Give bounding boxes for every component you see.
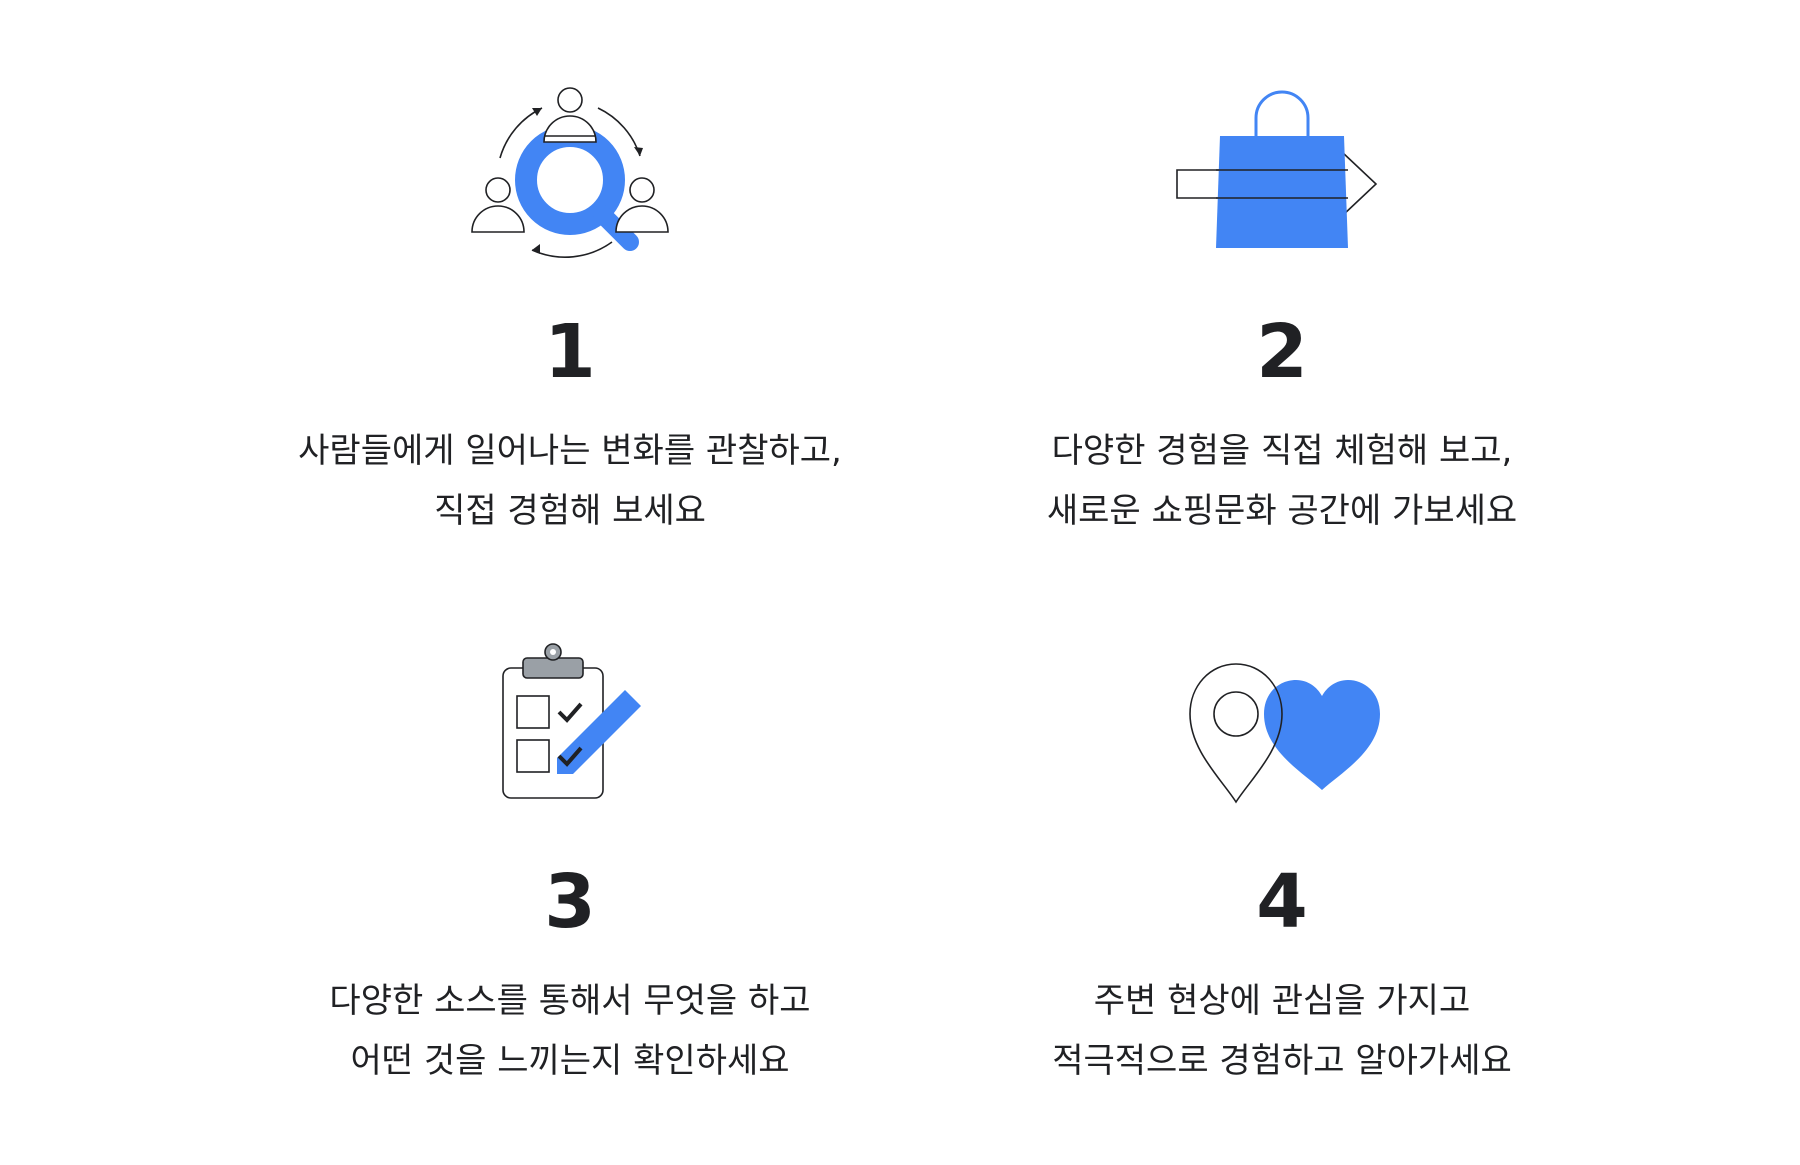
step-card-1: 1 사람들에게 일어나는 변화를 관찰하고, 직접 경험해 보세요: [220, 75, 920, 541]
icon-container: [460, 75, 680, 275]
step-card-4: 4 주변 현상에 관심을 가지고 적극적으로 경험하고 알아가세요: [932, 625, 1632, 1091]
clipboard-checklist-icon: [502, 643, 641, 799]
step-number: 1: [544, 309, 596, 395]
step-description-line: 새로운 쇼핑문화 공간에 가보세요: [1046, 491, 1518, 531]
step-card-2: 2 다양한 경험을 직접 체험해 보고, 새로운 쇼핑문화 공간에 가보세요: [932, 75, 1632, 541]
step-description: 다양한 경험을 직접 체험해 보고, 새로운 쇼핑문화 공간에 가보세요: [932, 421, 1632, 541]
step-description-line: 다양한 경험을 직접 체험해 보고,: [1051, 431, 1513, 471]
shopping-bag-arrow-icon: [1176, 90, 1378, 248]
icon-container: [1172, 625, 1392, 825]
step-description: 사람들에게 일어나는 변화를 관찰하고, 직접 경험해 보세요: [220, 421, 920, 541]
step-number: 4: [1256, 859, 1308, 945]
magnifier-people-cycle-icon: [471, 87, 669, 258]
step-description-line: 어떤 것을 느끼는지 확인하세요: [350, 1041, 790, 1081]
step-description: 다양한 소스를 통해서 무엇을 하고 어떤 것을 느끼는지 확인하세요: [220, 971, 920, 1091]
step-description-line: 사람들에게 일어나는 변화를 관찰하고,: [298, 431, 842, 471]
step-description-line: 다양한 소스를 통해서 무엇을 하고: [329, 981, 811, 1021]
icon-container: [1172, 75, 1392, 275]
step-description-line: 주변 현상에 관심을 가지고: [1093, 981, 1471, 1021]
step-number: 2: [1256, 309, 1308, 395]
step-description-line: 직접 경험해 보세요: [434, 491, 706, 531]
step-number: 3: [544, 859, 596, 945]
icon-container: [460, 625, 680, 825]
step-description-line: 적극적으로 경험하고 알아가세요: [1052, 1041, 1512, 1081]
step-card-3: 3 다양한 소스를 통해서 무엇을 하고 어떤 것을 느끼는지 확인하세요: [220, 625, 920, 1091]
step-description: 주변 현상에 관심을 가지고 적극적으로 경험하고 알아가세요: [932, 971, 1632, 1091]
location-pin-heart-icon: [1189, 663, 1380, 804]
